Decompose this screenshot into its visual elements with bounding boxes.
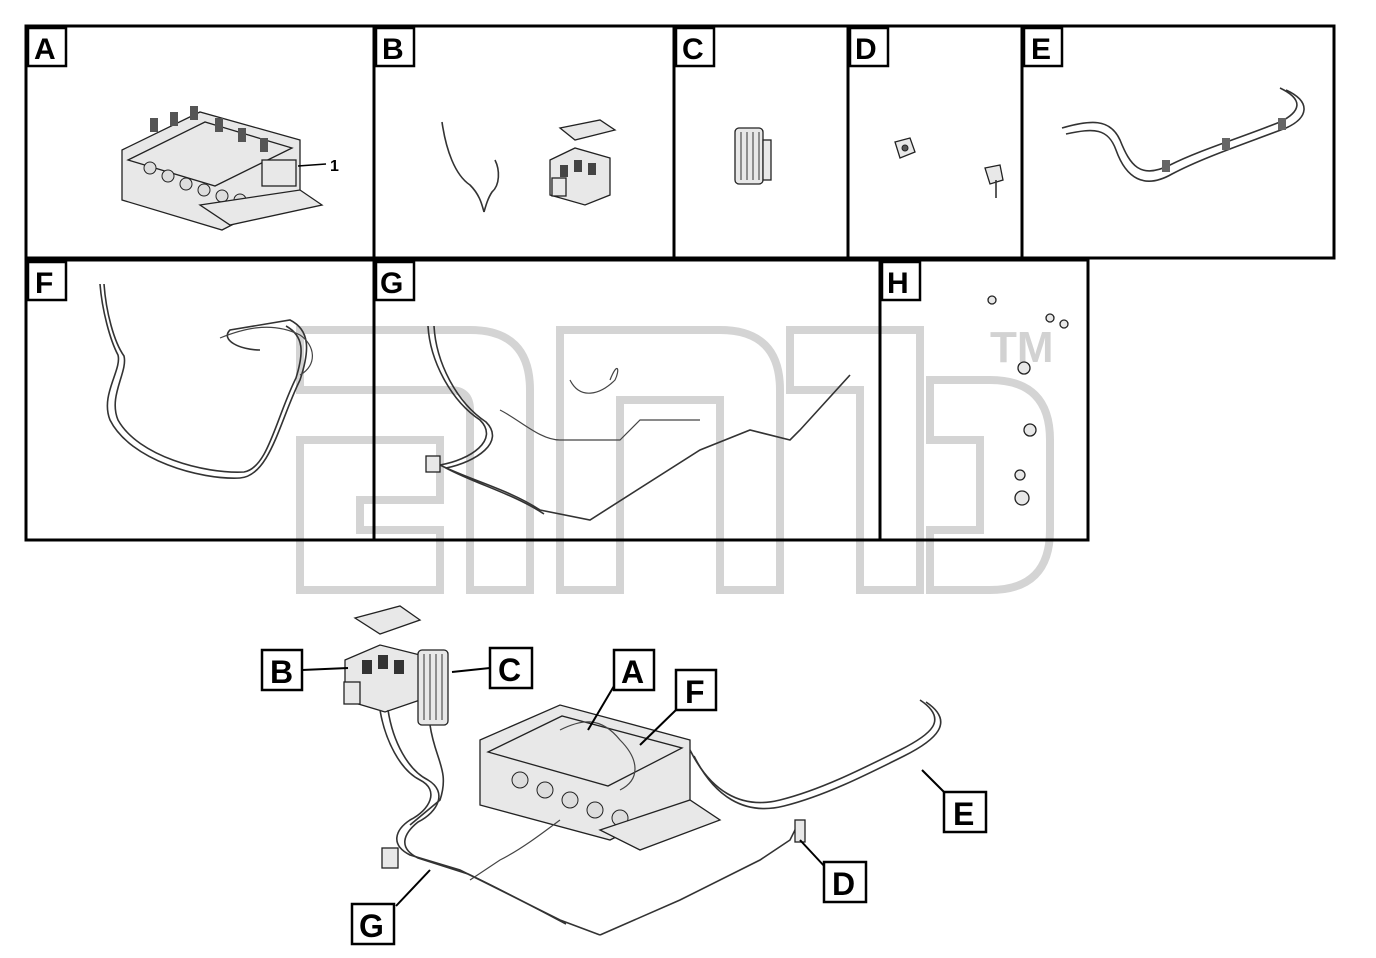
assembly-illustration: [343, 605, 942, 936]
panel-d-tag[interactable]: D: [848, 26, 890, 68]
solenoid-block-illustration: [441, 119, 617, 213]
panel-d-label: D: [855, 33, 877, 66]
panel-f-frame: [24, 258, 376, 542]
panel-e-frame: [1020, 24, 1336, 260]
fittings-illustration: [987, 295, 1069, 506]
filter-canister-illustration: [734, 127, 772, 185]
panel-e-label: E: [1031, 33, 1051, 66]
assembly-tag-e-label: E: [953, 796, 974, 832]
panel-h-frame: [878, 258, 1090, 542]
watermark-logo: TM: [296, 323, 1054, 594]
assembly-tag-f[interactable]: F: [674, 668, 718, 712]
panel-f-tag[interactable]: F: [26, 260, 68, 302]
assembly-tag-f-label: F: [685, 674, 705, 710]
hose-pair-e-illustration: [1061, 87, 1305, 182]
callout-number-1: 1: [330, 158, 339, 175]
assembly-tag-g-label: G: [359, 908, 384, 944]
assembly-tag-a[interactable]: A: [612, 648, 656, 692]
assembly-tag-c-label: C: [498, 652, 521, 688]
panel-f-label: F: [35, 267, 53, 300]
panel-c-tag[interactable]: C: [674, 26, 716, 68]
panel-b-label: B: [382, 33, 404, 66]
panel-b-frame: [372, 24, 676, 260]
assembly-tag-b[interactable]: B: [260, 648, 304, 692]
assembly-tag-b-label: B: [270, 654, 293, 690]
bracket-illustration: [894, 137, 1004, 198]
panel-h-label: H: [887, 267, 909, 300]
panel-g-tag[interactable]: G: [374, 260, 416, 302]
panel-g-label: G: [380, 267, 403, 300]
assembly-tag-d-label: D: [832, 866, 855, 902]
panel-b-tag[interactable]: B: [374, 26, 416, 68]
panel-h-tag[interactable]: H: [880, 260, 922, 302]
panel-e-tag[interactable]: E: [1022, 26, 1064, 68]
hose-assembly-g-illustration: [425, 325, 851, 521]
panel-a-tag[interactable]: A: [26, 26, 68, 68]
control-valve-illustration: 1: [121, 106, 339, 231]
assembly-tag-c[interactable]: C: [488, 646, 534, 690]
panel-a-label: A: [34, 33, 56, 66]
assembly-tag-a-label: A: [621, 654, 644, 690]
assembly-tag-e[interactable]: E: [942, 790, 988, 834]
assembly-tag-d[interactable]: D: [822, 860, 868, 904]
assembly-tag-g[interactable]: G: [350, 902, 396, 946]
hose-assembly-f-illustration: [99, 283, 313, 479]
panel-c-label: C: [682, 33, 704, 66]
